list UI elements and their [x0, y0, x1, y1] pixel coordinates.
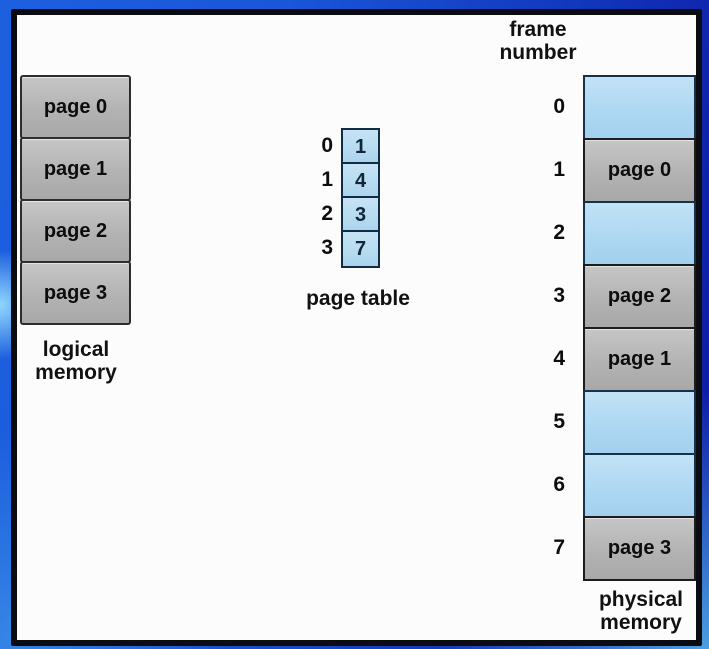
logical-page-box: page 1	[20, 137, 131, 201]
logical-page-box: page 0	[20, 75, 131, 139]
page-table-row: 0 1	[297, 128, 380, 166]
page-table-row: 2 3	[297, 196, 380, 234]
physical-frame-filled: page 2	[583, 264, 696, 329]
logical-page-box: page 3	[20, 261, 131, 325]
frame-number-header: frame number	[499, 18, 577, 64]
physical-memory-caption: physical memory	[598, 588, 684, 634]
page-table-row: 1 4	[297, 162, 380, 200]
page-table-index: 2	[321, 202, 333, 225]
page-table-row: 3 7	[297, 230, 380, 268]
physical-memory-column: page 0 page 2 page 1 page 3	[583, 75, 696, 581]
physical-frame-filled: page 0	[583, 138, 696, 203]
frame-number-label: 6	[553, 472, 565, 496]
logical-memory-column: page 0 page 1 page 2 page 3	[20, 75, 131, 325]
frame-number-label: 1	[553, 157, 565, 181]
page-table-index: 1	[321, 168, 333, 191]
frame-number-label: 5	[553, 409, 565, 433]
page-table-index: 3	[321, 236, 333, 259]
diagram-canvas: page 0 page 1 page 2 page 3 logical memo…	[17, 15, 696, 640]
physical-frame-filled: page 3	[583, 516, 696, 581]
frame-number-label: 0	[553, 94, 565, 118]
frame-number-column: 0 1 2 3 4 5 6 7	[512, 75, 574, 579]
physical-frame-empty	[583, 390, 696, 455]
frame-number-label: 3	[553, 283, 565, 307]
frame-number-label: 7	[553, 535, 565, 559]
diagram-panel: page 0 page 1 page 2 page 3 logical memo…	[11, 9, 702, 646]
page-table-caption: page table	[306, 287, 410, 310]
page-table-cell: 4	[341, 162, 380, 200]
frame-number-label: 2	[553, 220, 565, 244]
physical-frame-empty	[583, 75, 696, 140]
physical-frame-filled: page 1	[583, 327, 696, 392]
physical-frame-empty	[583, 201, 696, 266]
physical-frame-empty	[583, 453, 696, 518]
page-table: 0 1 1 4 2 3 3 7	[297, 128, 380, 268]
logical-page-box: page 2	[20, 199, 131, 263]
logical-memory-caption: logical memory	[35, 338, 117, 384]
page-table-cell: 1	[341, 128, 380, 166]
frame-number-label: 4	[553, 346, 565, 370]
page-table-index: 0	[321, 134, 333, 157]
page-table-cell: 7	[341, 230, 380, 268]
page-table-cell: 3	[341, 196, 380, 234]
